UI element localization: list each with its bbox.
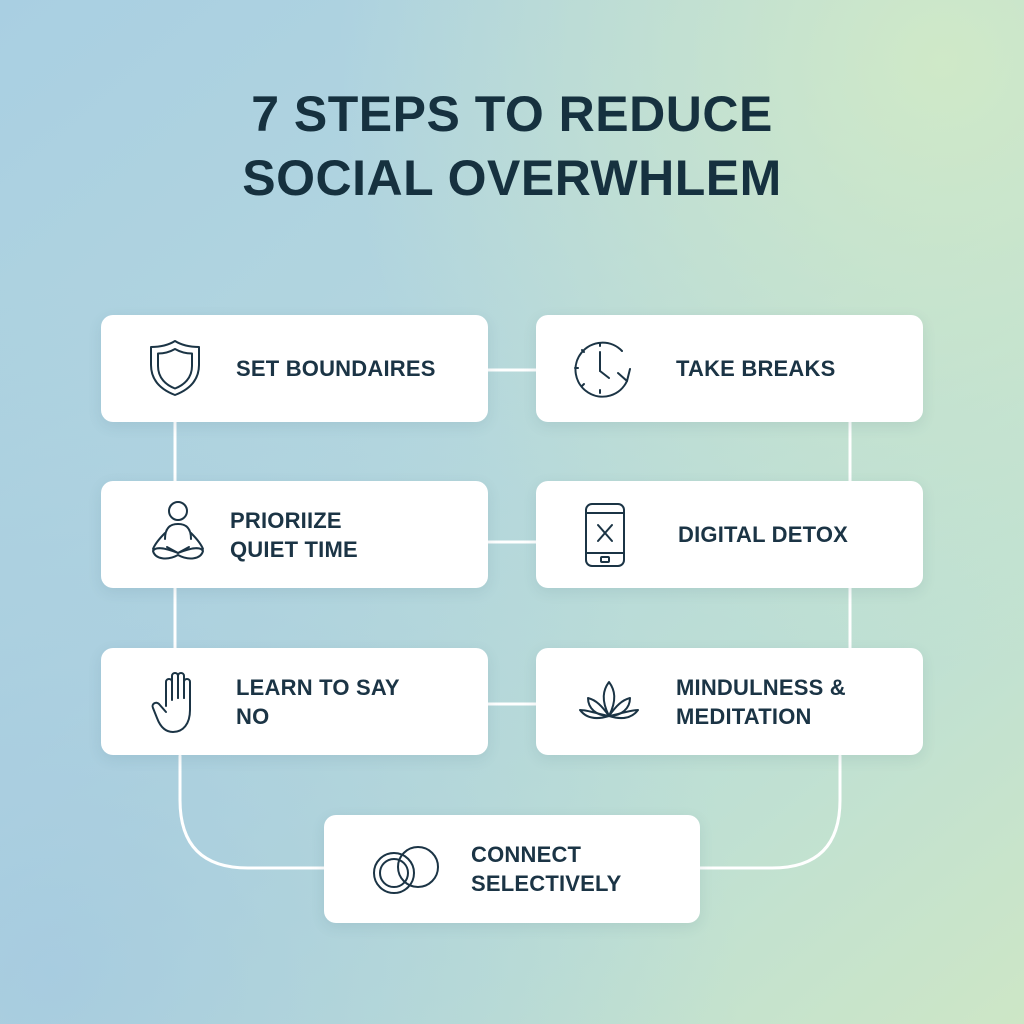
step-card-set-boundaries: SET BOUNDAIRES <box>101 315 488 422</box>
raised-hand-icon <box>151 668 207 736</box>
step-card-connect-selectively: CONNECT SELECTIVELY <box>324 815 700 923</box>
overlapping-circles-icon <box>370 843 442 899</box>
step-label: PRIORIIZE QUIET TIME <box>230 506 358 564</box>
step-card-take-breaks: TAKE BREAKS <box>536 315 923 422</box>
step-label-line-2: NO <box>236 704 270 729</box>
step-label-line-1: CONNECT <box>471 842 582 867</box>
step-label-line-2: SELECTIVELY <box>471 871 622 896</box>
step-label-line-1: TAKE BREAKS <box>676 356 836 381</box>
step-label: DIGITAL DETOX <box>678 520 848 549</box>
step-card-learn-to-say-no: LEARN TO SAY NO <box>101 648 488 755</box>
step-label-line-1: PRIORIIZE <box>230 508 342 533</box>
step-card-digital-detox: DIGITAL DETOX <box>536 481 923 588</box>
connector-left-curve <box>178 754 326 870</box>
step-label-line-1: MINDULNESS & <box>676 675 846 700</box>
step-label: CONNECT SELECTIVELY <box>471 840 622 898</box>
title-line-1: 7 STEPS TO REDUCE <box>251 86 773 142</box>
step-label: TAKE BREAKS <box>676 354 835 383</box>
step-label-line-2: MEDITATION <box>676 704 812 729</box>
step-label: LEARN TO SAY NO <box>236 673 400 731</box>
meditating-person-icon <box>145 499 211 569</box>
shield-icon <box>145 337 205 399</box>
lotus-icon <box>576 676 642 726</box>
step-label-line-2: QUIET TIME <box>230 537 358 562</box>
title-line-2: SOCIAL OVERWHLEM <box>242 150 782 206</box>
step-card-prioritize-quiet-time: PRIORIIZE QUIET TIME <box>101 481 488 588</box>
step-card-mindfulness-meditation: MINDULNESS & MEDITATION <box>536 648 923 755</box>
page-title: 7 STEPS TO REDUCE SOCIAL OVERWHLEM <box>0 82 1024 210</box>
step-label: SET BOUNDAIRES <box>236 354 436 383</box>
step-label-line-1: SET BOUNDAIRES <box>236 356 436 381</box>
connector-right-curve <box>698 754 842 870</box>
step-label-line-1: LEARN TO SAY <box>236 675 400 700</box>
phone-off-icon <box>582 501 628 569</box>
clock-icon <box>572 337 638 399</box>
step-label-line-1: DIGITAL DETOX <box>678 522 849 547</box>
step-label: MINDULNESS & MEDITATION <box>676 673 846 731</box>
